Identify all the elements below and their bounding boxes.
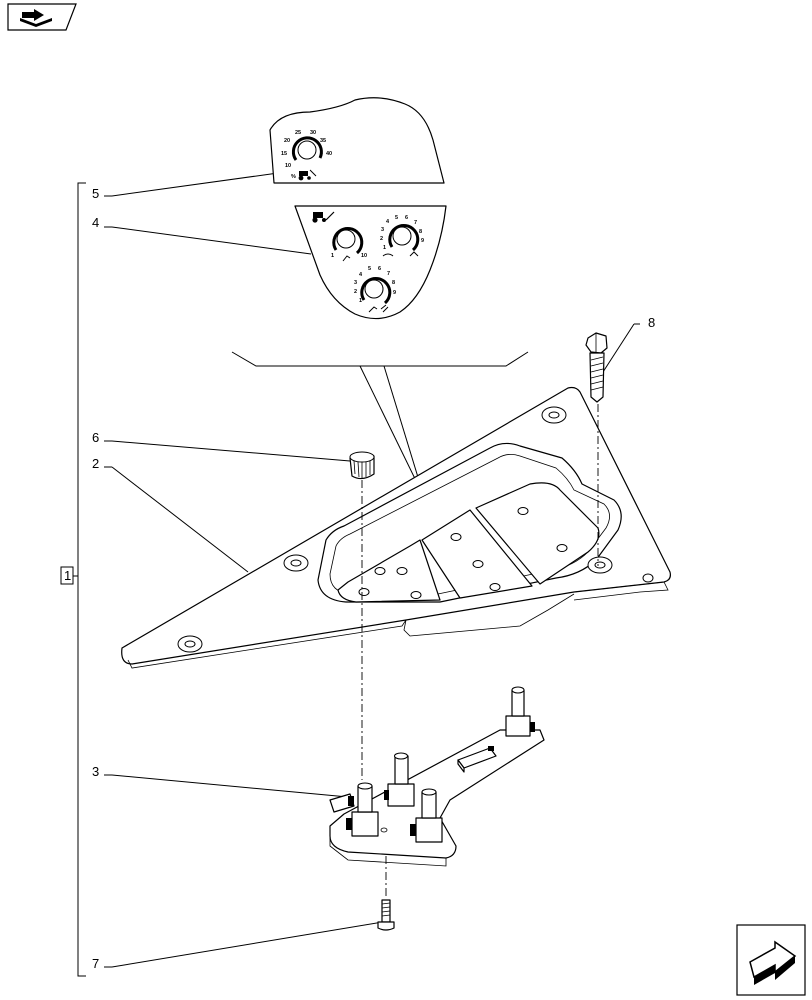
svg-text:7: 7: [387, 271, 390, 277]
tractor-symbol-icon: [298, 169, 317, 181]
callout-label-5: 5: [92, 186, 99, 201]
callout-8[interactable]: 8: [602, 315, 655, 373]
svg-text:%: %: [291, 174, 296, 180]
svg-text:7: 7: [414, 220, 417, 226]
svg-text:5: 5: [395, 215, 398, 221]
alignment-lines: [361, 404, 599, 896]
tractor-icon: [312, 211, 335, 223]
chip: [457, 746, 497, 773]
svg-text:2: 2: [380, 236, 383, 242]
mounting-boss-mid: [283, 554, 309, 572]
callout-5[interactable]: 5: [92, 172, 279, 201]
connector: [329, 793, 355, 813]
svg-text:9: 9: [393, 290, 396, 296]
bolt[interactable]: [585, 332, 608, 403]
dial-upper: 10 15 20 25 30 35 40 %: [281, 130, 332, 181]
svg-text:8: 8: [392, 280, 395, 286]
dial-b: 1 2 3 4 5 6 7 8 9: [380, 215, 424, 257]
potentiometer-3: [346, 782, 379, 837]
svg-text:35: 35: [320, 138, 326, 144]
potentiometer-1: [505, 686, 535, 737]
book-arrow-icon[interactable]: [7, 3, 77, 31]
callout-label-7: 7: [92, 956, 99, 971]
potentiometer-4: [410, 788, 443, 843]
svg-text:20: 20: [284, 138, 290, 144]
svg-text:10: 10: [361, 253, 367, 259]
svg-text:3: 3: [381, 227, 384, 233]
callout-label-6: 6: [92, 430, 99, 445]
mounting-boss-right: [587, 556, 613, 574]
svg-text:6: 6: [405, 215, 408, 221]
svg-text:40: 40: [326, 151, 332, 157]
svg-text:2: 2: [354, 289, 357, 295]
callout-label-2: 2: [92, 456, 99, 471]
mounting-boss-top: [541, 406, 567, 424]
base-panel[interactable]: [121, 386, 671, 669]
svg-text:25: 25: [295, 130, 301, 136]
knob[interactable]: [349, 451, 375, 480]
svg-text:6: 6: [378, 266, 381, 272]
potentiometer-2: [384, 752, 415, 807]
callout-3[interactable]: 3: [92, 764, 349, 798]
svg-text:1: 1: [331, 253, 334, 259]
mounting-boss-left: [177, 635, 203, 653]
callout-4[interactable]: 4: [92, 215, 312, 255]
svg-text:1: 1: [359, 298, 362, 304]
dial-c: 1 2 3 4 5 6 7 8 9: [354, 266, 396, 313]
callout-label-4: 4: [92, 215, 99, 230]
svg-text:4: 4: [359, 272, 363, 278]
svg-text:8: 8: [419, 229, 422, 235]
svg-text:5: 5: [368, 266, 371, 272]
decal-upper[interactable]: 10 15 20 25 30 35 40 %: [269, 97, 445, 184]
callout-label-3: 3: [92, 764, 99, 779]
callout-7[interactable]: 7: [92, 921, 384, 971]
callout-2[interactable]: 2: [92, 456, 249, 573]
callout-label-8: 8: [648, 315, 655, 330]
svg-text:30: 30: [310, 130, 316, 136]
decal-lower[interactable]: 1 10 1 2 3 4 5 6 7 8 9 1 2 3 4 5 6: [294, 205, 447, 320]
next-page-arrow-icon[interactable]: [736, 924, 806, 996]
circuit-board[interactable]: [329, 686, 545, 867]
screw[interactable]: [377, 899, 395, 931]
group-bracket: 1: [60, 182, 86, 977]
svg-text:9: 9: [421, 238, 424, 244]
svg-text:15: 15: [281, 151, 287, 157]
svg-text:4: 4: [386, 219, 390, 225]
svg-text:10: 10: [285, 163, 291, 169]
group-callout: 1: [64, 568, 71, 583]
dial-a: 1 10: [331, 226, 367, 262]
svg-text:3: 3: [354, 280, 357, 286]
svg-text:1: 1: [383, 245, 386, 251]
callout-6[interactable]: 6: [92, 430, 351, 462]
